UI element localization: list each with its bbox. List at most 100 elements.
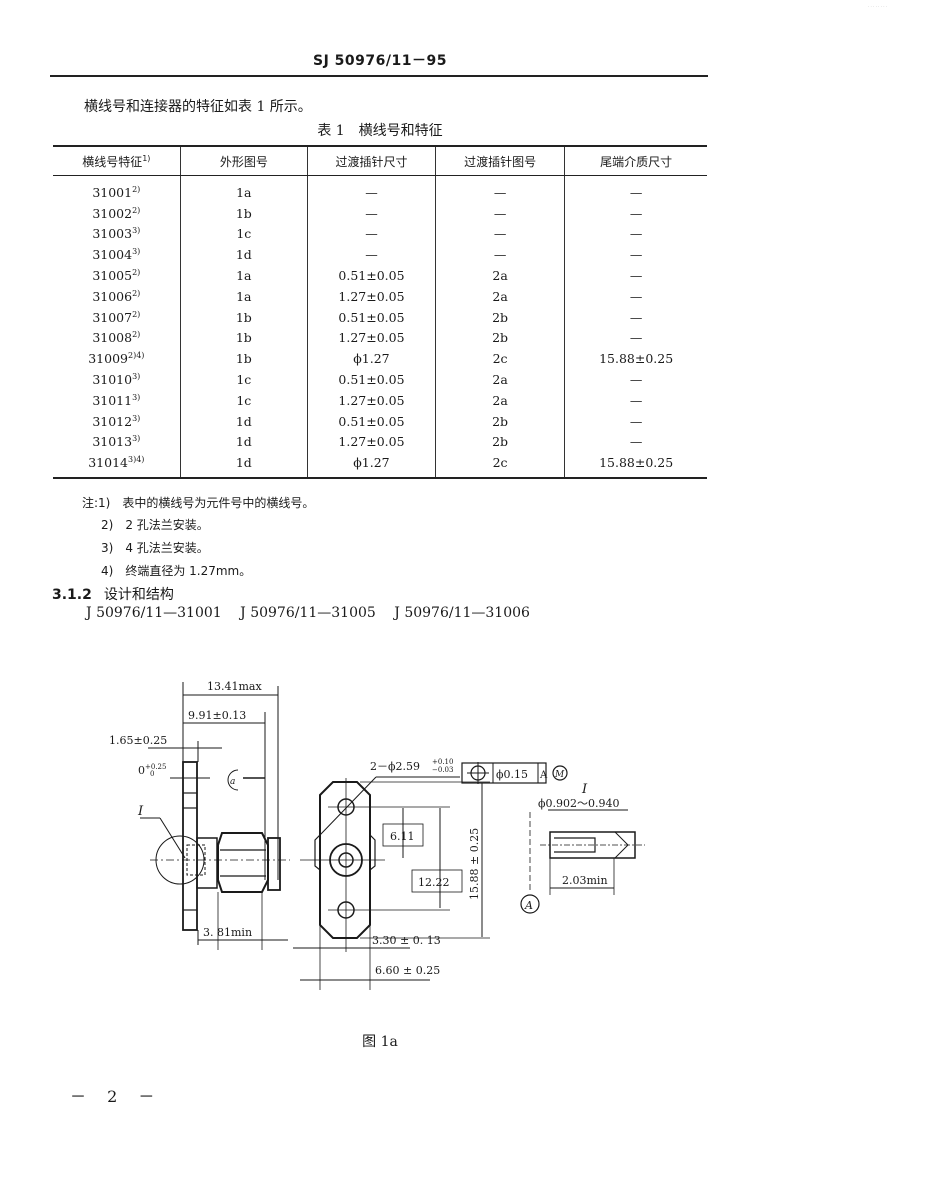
section-title: 设计和结构: [103, 587, 174, 603]
cell-pin-size: ϕ1.27: [306, 348, 436, 370]
connector-technical-drawing: 13.41max 9.91±0.13 1.65±0.25 0 +0.25 0 a…: [109, 680, 645, 990]
page-number: － 2 －: [70, 1087, 163, 1106]
table-row: 310103) 1c 0.51±0.05 2a —: [53, 369, 707, 390]
svg-text:M: M: [554, 770, 565, 780]
max-material-condition-icon: [552, 765, 568, 781]
cell-pin-figure: 2b: [434, 410, 565, 432]
table-caption: 表 1 横线号和特征: [317, 123, 443, 139]
header-divider: [50, 75, 708, 77]
table-row: 310082) 1b 1.27±0.05 2b —: [53, 327, 707, 349]
table-header-row: 横线号特征1) 外形图号 过渡插针尺寸 过渡插针图号 尾端介质尺寸: [53, 145, 707, 176]
cell-code: 310043): [92, 247, 141, 263]
note-2: 2) 2 孔法兰安装。: [101, 518, 209, 532]
table-row: 310143)4) 1d ϕ1.27 2c 15.88±0.25: [53, 452, 707, 480]
part-number-list: J 50976/11—31001 J 50976/11—31005 J 5097…: [86, 605, 544, 621]
svg-text:12.22: 12.22: [418, 876, 450, 889]
table-row: 310052) 1a 0.51±0.05 2a —: [53, 265, 707, 286]
svg-text:15.88 ± 0.25: 15.88 ± 0.25: [468, 828, 481, 900]
cell-outline: 1d: [179, 244, 308, 266]
cell-code: 310052): [92, 268, 141, 284]
cell-outline: 1a: [179, 265, 308, 286]
cell-code: 310072): [92, 309, 141, 325]
cell-pin-figure: 2a: [434, 265, 565, 286]
cell-pin-size: 0.51±0.05: [306, 265, 436, 286]
note-1: 注:1) 表中的横线号为元件号中的横线号。: [82, 496, 315, 510]
svg-text:+0.10: +0.10: [432, 758, 453, 766]
cell-outline: 1b: [179, 306, 308, 328]
svg-text:1.65±0.25: 1.65±0.25: [109, 734, 167, 747]
cell-code: 310113): [92, 392, 141, 408]
part-number: J 50976/11—31001: [86, 605, 222, 621]
cell-tail-size: —: [564, 431, 707, 453]
table-row: 310123) 1d 0.51±0.05 2b —: [53, 410, 707, 432]
table-row: 310033) 1c — — —: [53, 223, 707, 245]
cell-pin-figure: 2c: [434, 348, 565, 370]
cell-pin-figure: 2a: [434, 285, 565, 307]
cell-tail-size: —: [564, 389, 707, 411]
scan-watermark: · · · · · · · ·: [868, 4, 888, 9]
svg-text:+0.25: +0.25: [145, 763, 166, 771]
table-row: 310062) 1a 1.27±0.05 2a —: [53, 285, 707, 307]
svg-text:3. 81min: 3. 81min: [203, 926, 252, 939]
cell-code: 310092)4): [88, 351, 145, 367]
cell-outline: 1a: [179, 285, 308, 307]
svg-text:−0.03: −0.03: [432, 766, 453, 774]
cell-tail-size: 15.88±0.25: [564, 452, 707, 480]
cell-outline: 1d: [179, 410, 308, 432]
standard-number-header: SJ 50976/11－95: [313, 53, 447, 69]
svg-text:I: I: [137, 804, 144, 819]
cell-outline: 1a: [179, 175, 308, 203]
svg-text:a: a: [230, 777, 235, 787]
cell-pin-size: —: [306, 244, 436, 266]
cell-code: 310133): [92, 434, 141, 450]
part-number: J 50976/11—31005: [240, 605, 376, 621]
cell-code: 310143)4): [53, 452, 181, 480]
cell-tail-size: 15.88±0.25: [564, 348, 707, 370]
cell-tail-size: —: [564, 306, 707, 328]
cell-pin-figure: 2c: [434, 452, 565, 480]
note-4: 4) 终端直径为 1.27mm。: [101, 564, 252, 578]
column-header-code: 横线号特征1): [53, 145, 181, 176]
cell-outline: 1c: [179, 389, 308, 411]
cell-tail-size: —: [564, 202, 707, 224]
cell-tail-size: —: [564, 223, 707, 245]
cell-code: 310123): [92, 413, 141, 429]
cell-outline: 1d: [179, 452, 308, 480]
column-header-tail-size: 尾端介质尺寸: [564, 145, 707, 176]
svg-text:2－ϕ2.59: 2－ϕ2.59: [370, 760, 420, 773]
cell-pin-size: —: [306, 175, 436, 203]
cell-pin-size: 0.51±0.05: [306, 306, 436, 328]
cell-code: 310012): [92, 184, 141, 200]
cell-pin-figure: 2b: [434, 306, 565, 328]
svg-text:13.41max: 13.41max: [207, 680, 262, 693]
characteristics-table: 横线号特征1) 外形图号 过渡插针尺寸 过渡插针图号 尾端介质尺寸 310012…: [53, 145, 707, 480]
column-header-outline: 外形图号: [179, 145, 308, 176]
cell-outline: 1c: [179, 369, 308, 390]
figure-caption: 图 1a: [362, 1034, 398, 1050]
table-row: 310092)4) 1b ϕ1.27 2c 15.88±0.25: [53, 348, 707, 370]
cell-pin-figure: 2b: [434, 327, 565, 349]
cell-pin-figure: 2a: [434, 389, 565, 411]
table-row: 310113) 1c 1.27±0.05 2a —: [53, 389, 707, 411]
cell-pin-figure: —: [434, 202, 565, 224]
svg-text:A: A: [524, 899, 533, 912]
note-3: 3) 4 孔法兰安装。: [101, 541, 209, 555]
cell-tail-size: —: [564, 244, 707, 266]
cell-code: 310033): [92, 226, 141, 242]
part-number: J 50976/11—31006: [394, 605, 530, 621]
cell-pin-size: 1.27±0.05: [306, 389, 436, 411]
intro-paragraph: 横线号和连接器的特征如表 1 所示。: [84, 99, 312, 115]
table-row: 310022) 1b — — —: [53, 202, 707, 224]
cell-pin-figure: —: [434, 244, 565, 266]
column-header-pin-size: 过渡插针尺寸: [306, 145, 436, 176]
cell-outline: 1d: [179, 431, 308, 453]
cell-tail-size: —: [564, 369, 707, 390]
svg-text:9.91±0.13: 9.91±0.13: [188, 709, 246, 722]
cell-tail-size: —: [564, 285, 707, 307]
svg-text:2.03min: 2.03min: [562, 874, 608, 887]
cell-code: 310062): [92, 288, 141, 304]
cell-outline: 1b: [179, 348, 308, 370]
table-row: 310133) 1d 1.27±0.05 2b —: [53, 431, 707, 453]
cell-code: 310103): [92, 371, 141, 388]
